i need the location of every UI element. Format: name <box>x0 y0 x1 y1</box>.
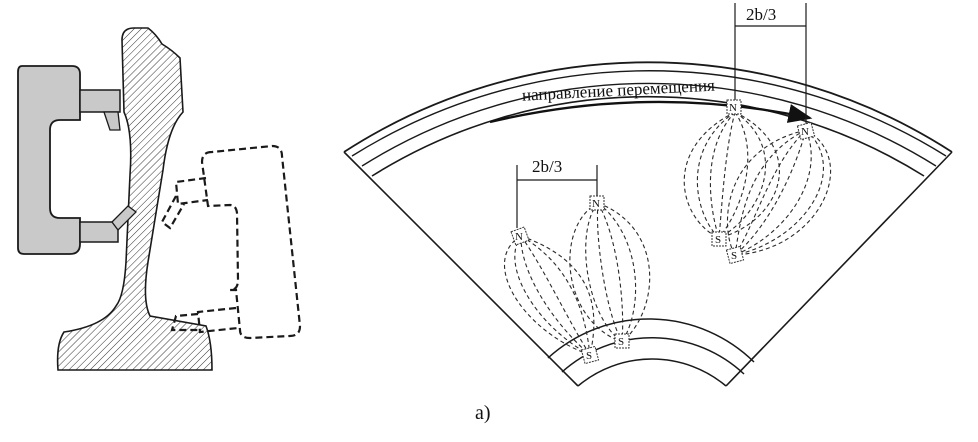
magnet-solid <box>17 65 81 255</box>
pole-label-n-2: N <box>801 126 809 138</box>
pole-label-s-2: S <box>731 250 737 262</box>
pole-shoe-lower <box>79 221 119 243</box>
outer-arc-1 <box>343 61 953 153</box>
dimension-upper <box>734 3 807 124</box>
dashed-pole-mid <box>160 195 185 230</box>
pole-label-s-3: S <box>586 350 592 362</box>
pole-labels: N N S S N N S S <box>510 99 816 365</box>
dimension-lower <box>516 165 598 228</box>
sector-edge-left <box>343 151 579 387</box>
direction-arrow <box>489 100 813 124</box>
pole-label-n-4: N <box>515 231 523 243</box>
pole-tip-upper <box>103 111 121 131</box>
rail-assembly <box>17 27 302 371</box>
pole-tip-lower <box>111 205 137 231</box>
dimension-label-upper: 2b/3 <box>746 5 776 24</box>
field-lines-group-1 <box>683 111 832 256</box>
sector-edge-right <box>725 151 953 387</box>
dashed-pole-lower <box>196 306 239 334</box>
wheel-sector: направление перемещения 2b/3 2b/3 <box>343 3 953 387</box>
inner-arc-1 <box>547 318 755 363</box>
rail-cross-section <box>56 27 213 371</box>
dashed-pole-upper <box>174 176 209 206</box>
outer-arc-4 <box>371 95 925 177</box>
dashed-pole-lower-tip <box>170 312 200 332</box>
pole-label-n-3: N <box>592 198 600 210</box>
dimension-label-lower: 2b/3 <box>532 157 562 176</box>
figure-caption: a) <box>475 402 491 424</box>
pole-label-n-1: N <box>729 102 737 114</box>
outer-arc-2 <box>351 70 947 157</box>
pole-label-s-4: S <box>618 336 624 348</box>
pole-shoe-upper <box>79 89 121 113</box>
pole-label-s-1: S <box>715 234 721 246</box>
inner-arc-3 <box>577 358 727 387</box>
field-lines-group-2 <box>503 202 651 356</box>
magnet-dashed <box>200 144 302 340</box>
outer-arc-3 <box>361 82 937 167</box>
